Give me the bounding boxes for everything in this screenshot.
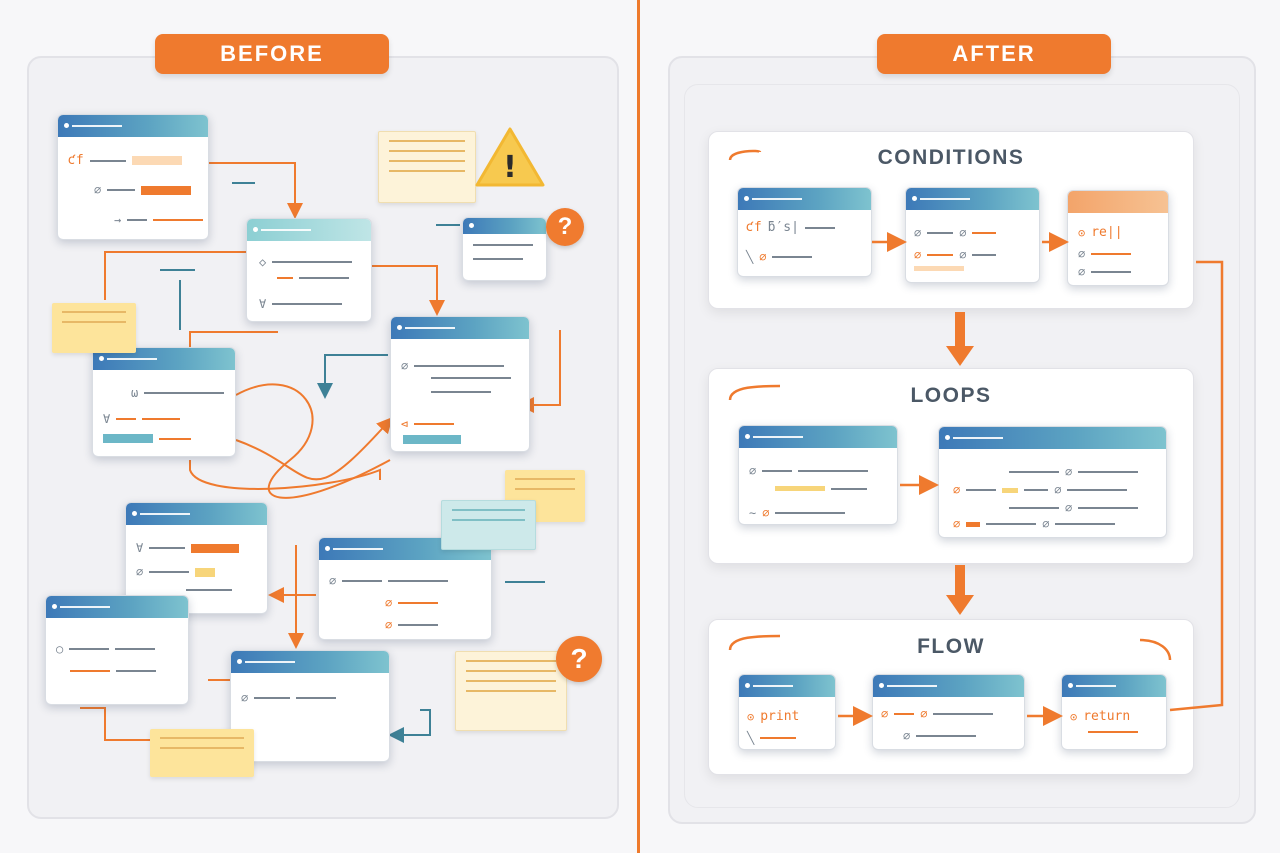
sticky-note	[441, 500, 536, 550]
before-window-c: ∅ ⊲	[390, 316, 530, 452]
after-label: AFTER	[877, 34, 1111, 74]
conditions-window-mid: ∅∅ ∅∅	[905, 187, 1040, 283]
flow-title: FLOW	[917, 635, 985, 658]
svg-text:!: !	[503, 150, 517, 185]
warning-icon: !	[475, 127, 545, 187]
center-divider	[637, 0, 640, 853]
sticky-note	[150, 729, 254, 777]
before-window-g: ∅	[230, 650, 390, 762]
sticky-note	[378, 131, 476, 203]
question-icon: ?	[556, 636, 602, 682]
loops-window-right: ∅ ∅∅ ∅ ∅∅	[938, 426, 1167, 538]
question-icon: ?	[546, 208, 584, 246]
conditions-title: CONDITIONS	[877, 146, 1025, 169]
before-window-f: ∅ ∅ ∅	[318, 537, 492, 640]
loops-title: LOOPS	[910, 384, 992, 407]
sticky-note	[52, 303, 136, 353]
before-window-h	[462, 217, 547, 281]
before-window-a: ◇ ∀	[246, 218, 372, 322]
conditions-window-return: ⊙re∣∣ ∅ ∅	[1067, 190, 1169, 286]
flow-window-return: ⊙return	[1061, 674, 1167, 750]
before-label: BEFORE	[155, 34, 389, 74]
flow-window-mid: ∅∅ ∅	[872, 674, 1025, 750]
flow-window-print: ⊙print ╲	[738, 674, 836, 750]
after-inner-frame	[684, 84, 1240, 808]
before-window-if: ƈf ∅ →	[57, 114, 209, 240]
loops-window-left: ∅ ∼∅	[738, 425, 898, 525]
sticky-note	[455, 651, 567, 731]
before-window-e: ○	[45, 595, 189, 705]
before-window-b: ω ∀	[92, 347, 236, 457]
